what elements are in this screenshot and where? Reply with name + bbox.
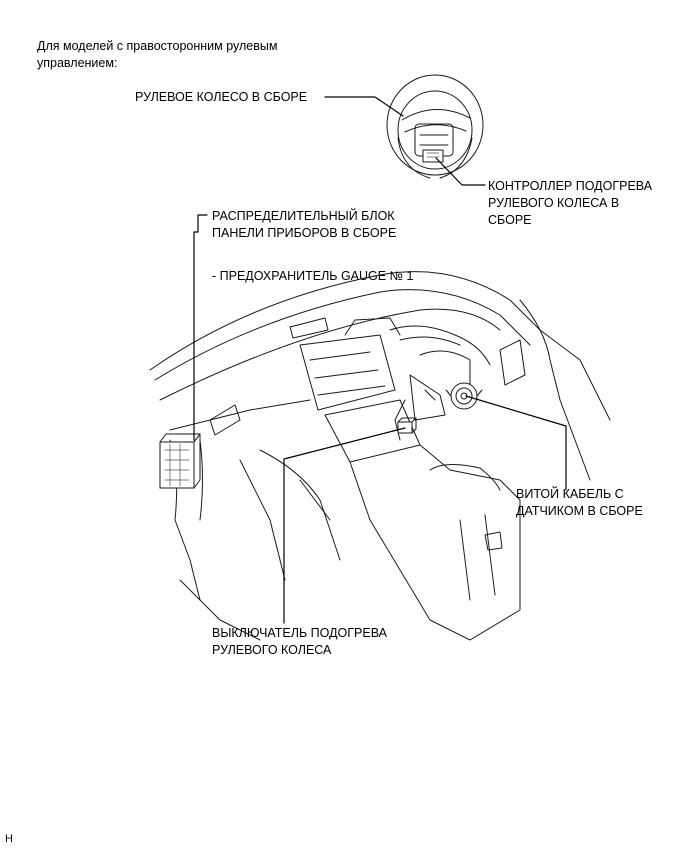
junction-block-illustration bbox=[159, 433, 201, 489]
header-note: Для моделей с правосторонним рулевым упр… bbox=[37, 39, 278, 70]
label-junction-block: РАСПРЕДЕЛИТЕЛЬНЫЙ БЛОК ПАНЕЛИ ПРИБОРОВ В… bbox=[212, 209, 397, 240]
label-spiral-cable: ВИТОЙ КАБЕЛЬ С ДАТЧИКОМ В СБОРЕ bbox=[516, 487, 643, 518]
dashboard-illustration bbox=[149, 271, 611, 641]
spiral-cable-illustration bbox=[445, 382, 483, 410]
label-fuse: - ПРЕДОХРАНИТЕЛЬ GAUGE № 1 bbox=[212, 269, 414, 283]
label-steering-wheel: РУЛЕВОЕ КОЛЕСО В СБОРЕ bbox=[135, 90, 308, 104]
footer-code: H bbox=[5, 833, 13, 845]
label-heater-controller: КОНТРОЛЛЕР ПОДОГРЕВА РУЛЕВОГО КОЛЕСА В С… bbox=[488, 179, 653, 227]
label-heater-switch: ВЫКЛЮЧАТЕЛЬ ПОДОГРЕВА РУЛЕВОГО КОЛЕСА bbox=[212, 626, 387, 657]
steering-wheel-illustration bbox=[386, 74, 484, 179]
leader-lines bbox=[193, 96, 567, 624]
